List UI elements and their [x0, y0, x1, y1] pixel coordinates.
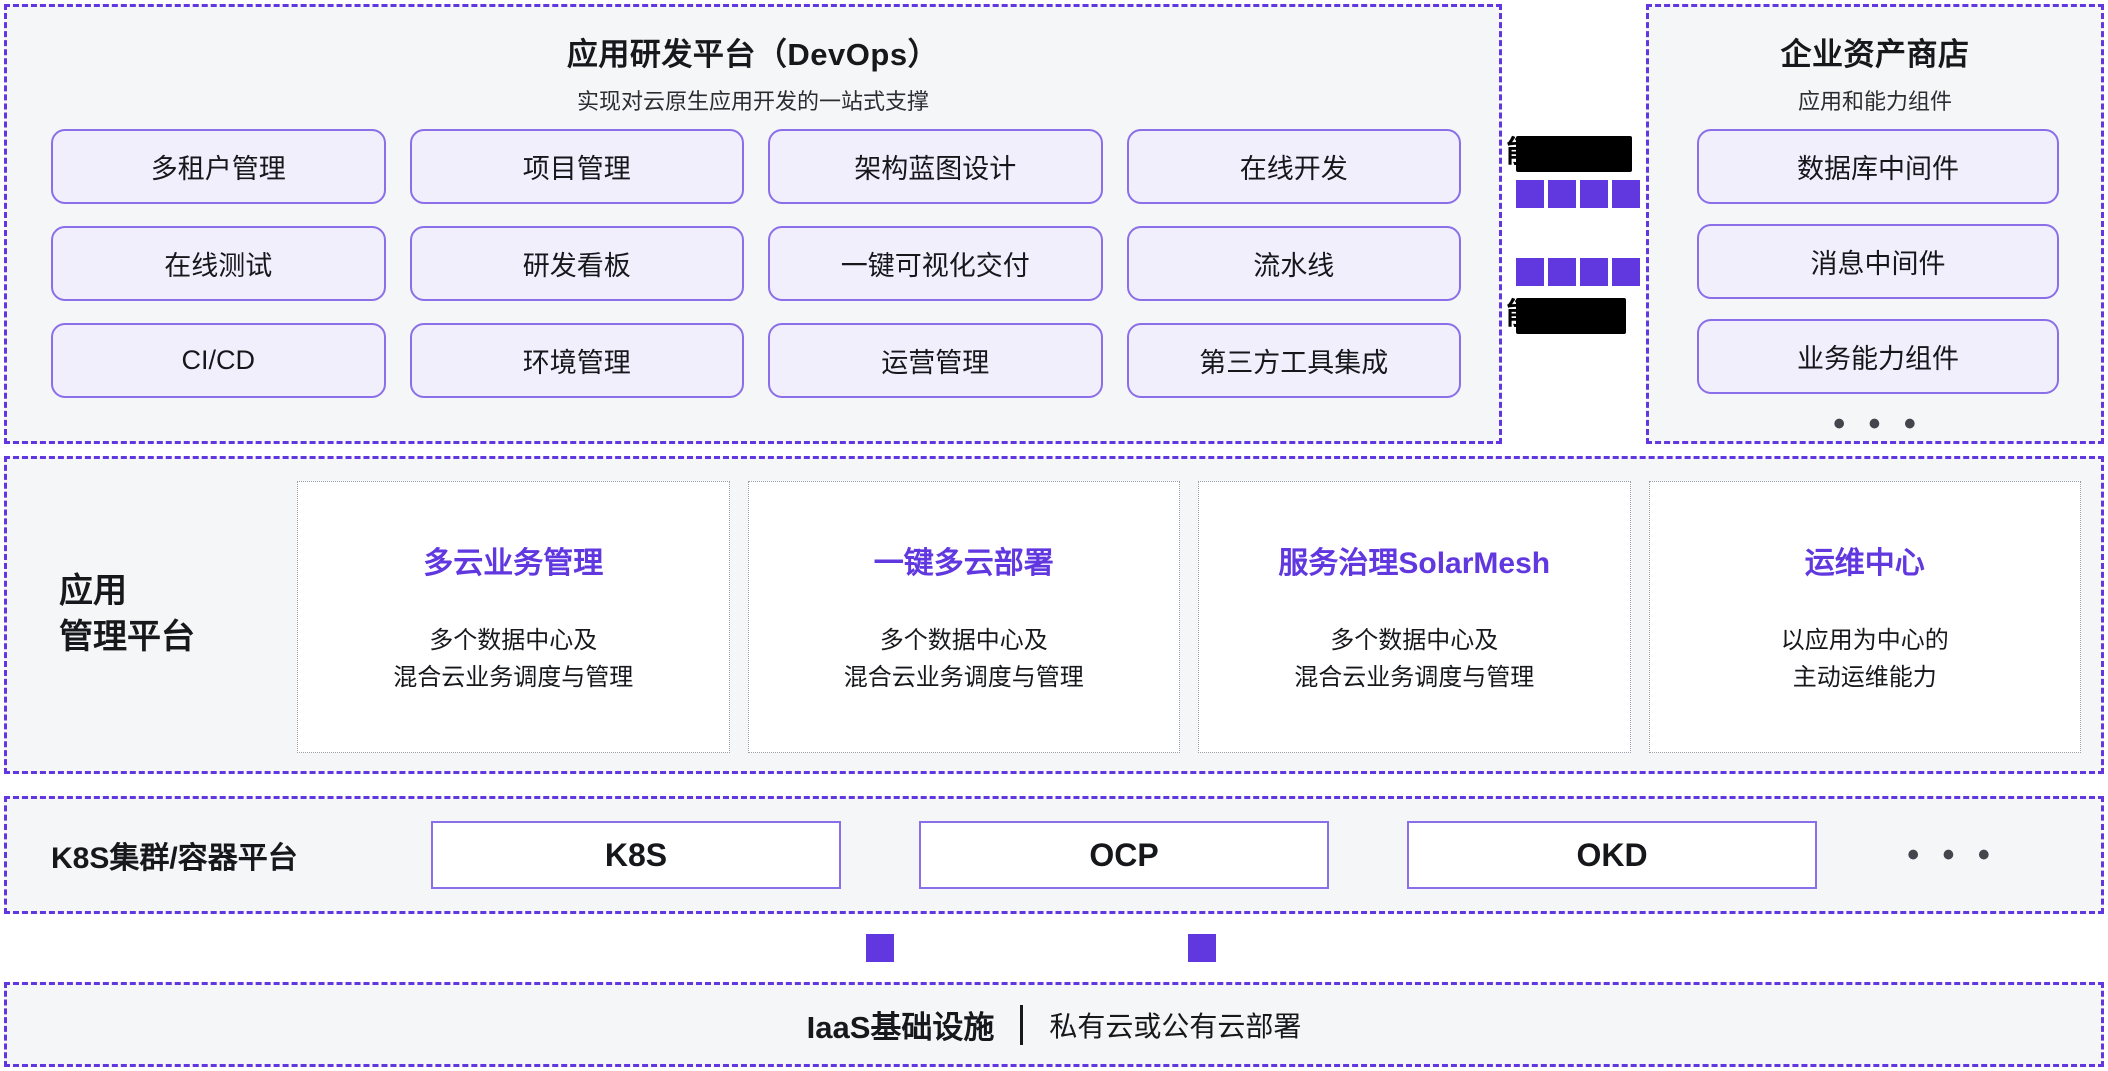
devops-chip[interactable]: 多租户管理 [51, 129, 386, 204]
purple-square [1516, 180, 1544, 208]
purple-square [1612, 258, 1640, 286]
mgmt-card-desc-line: 以应用为中心的 [1780, 626, 1949, 654]
mgmt-card-desc-line: 多个数据中心及 [879, 626, 1048, 654]
purple-square [1580, 258, 1608, 286]
mgmt-card-desc-line: 混合云业务调度与管理 [1294, 664, 1535, 691]
purple-square-row [1516, 258, 1640, 286]
mgmt-card-desc: 以应用为中心的 主动运维能力 [1781, 622, 1949, 696]
iaas-title: IaaS基础设施 [806, 1010, 995, 1045]
redaction-bar [1516, 298, 1626, 334]
asset-chip[interactable]: 业务能力组件 [1697, 319, 2059, 394]
devops-chip[interactable]: 研发看板 [409, 226, 744, 301]
k8s-cluster-panel: K8S集群/容器平台 K8S OCP OKD • • • [4, 796, 2104, 914]
devops-title: 应用研发平台（DevOps） [566, 37, 940, 72]
app-management-platform-panel: 应用 管理平台 多云业务管理 多个数据中心及 混合云业务调度与管理 一键多云部署… [4, 456, 2104, 774]
mgmt-card[interactable]: 服务治理SolarMesh 多个数据中心及 混合云业务调度与管理 [1198, 481, 1631, 753]
devops-chip[interactable]: 架构蓝图设计 [768, 129, 1103, 204]
devops-subtitle: 实现对云原生应用开发的一站式支撑 [576, 89, 929, 114]
devops-chip[interactable]: 一键可视化交付 [768, 226, 1103, 301]
purple-square [1580, 180, 1608, 208]
devops-chip[interactable]: 在线开发 [1126, 129, 1461, 204]
purple-square [1548, 180, 1576, 208]
purple-square-row [1516, 180, 1640, 208]
mgmt-label-line2: 管理平台 [59, 618, 195, 656]
devops-chip[interactable]: 环境管理 [409, 323, 744, 398]
mgmt-card-desc: 多个数据中心及 混合云业务调度与管理 [393, 622, 633, 696]
mgmt-label-line1: 应用 [59, 572, 127, 611]
assets-list: 数据库中间件 消息中间件 业务能力组件 [1697, 129, 2059, 394]
assets-title: 企业资产商店 [1780, 37, 1970, 72]
mgmt-card[interactable]: 一键多云部署 多个数据中心及 混合云业务调度与管理 [747, 481, 1180, 753]
k8s-panel-label: K8S集群/容器平台 [51, 842, 298, 875]
asset-chip[interactable]: 数据库中间件 [1697, 129, 2059, 204]
mgmt-card-title: 多云业务管理 [423, 546, 604, 580]
devops-chip[interactable]: 流水线 [1126, 226, 1461, 301]
devops-chip[interactable]: 第三方工具集成 [1126, 323, 1461, 398]
mgmt-card-title: 运维中心 [1804, 546, 1925, 580]
assets-more-ellipsis: • • • [1833, 405, 1923, 443]
k8s-platform-box[interactable]: OKD [1407, 821, 1817, 889]
iaas-subtitle: 私有云或公有云部署 [1049, 1010, 1302, 1042]
redacted-middle-column: 能 能 [1502, 4, 1646, 444]
devops-platform-panel: 应用研发平台（DevOps） 实现对云原生应用开发的一站式支撑 多租户管理 项目… [4, 4, 1502, 444]
iaas-divider [1020, 1004, 1024, 1045]
mgmt-card-desc: 多个数据中心及 混合云业务调度与管理 [1294, 622, 1534, 696]
purple-square [1548, 258, 1576, 286]
asset-chip[interactable]: 消息中间件 [1697, 224, 2059, 299]
k8s-platform-box[interactable]: K8S [431, 821, 841, 889]
enterprise-asset-store-panel: 企业资产商店 应用和能力组件 数据库中间件 消息中间件 业务能力组件 • • • [1646, 4, 2104, 444]
devops-chip[interactable]: 在线测试 [51, 226, 386, 301]
k8s-more-ellipsis: • • • [1907, 836, 1997, 874]
connector-square [1188, 934, 1216, 962]
mgmt-card-desc-line: 多个数据中心及 [1330, 626, 1499, 654]
mgmt-card-desc-line: 混合云业务调度与管理 [843, 664, 1084, 691]
purple-square [1612, 180, 1640, 208]
assets-subtitle: 应用和能力组件 [1797, 89, 1952, 114]
devops-chip[interactable]: CI/CD [51, 323, 386, 398]
devops-chip[interactable]: 项目管理 [409, 129, 744, 204]
k8s-platform-box[interactable]: OCP [919, 821, 1329, 889]
redaction-bar [1516, 136, 1632, 172]
mgmt-card[interactable]: 多云业务管理 多个数据中心及 混合云业务调度与管理 [297, 481, 730, 753]
mgmt-card-desc-line: 混合云业务调度与管理 [393, 664, 634, 691]
purple-square [1516, 258, 1544, 286]
devops-capability-grid: 多租户管理 项目管理 架构蓝图设计 在线开发 在线测试 研发看板 一键可视化交付… [51, 129, 1461, 398]
mgmt-card-desc: 多个数据中心及 混合云业务调度与管理 [844, 622, 1084, 696]
mgmt-card-title: 一键多云部署 [873, 546, 1054, 580]
devops-chip[interactable]: 运营管理 [768, 323, 1103, 398]
mgmt-card-grid: 多云业务管理 多个数据中心及 混合云业务调度与管理 一键多云部署 多个数据中心及… [297, 481, 2081, 753]
connector-square [866, 934, 894, 962]
connector-squares [0, 928, 2108, 968]
mgmt-card-title: 服务治理SolarMesh [1278, 546, 1551, 580]
mgmt-platform-label: 应用 管理平台 [59, 569, 195, 661]
iaas-content: IaaS基础设施 私有云或公有云部署 [806, 1002, 1302, 1047]
mgmt-card-desc-line: 多个数据中心及 [429, 626, 598, 654]
mgmt-card-desc-line: 主动运维能力 [1792, 664, 1937, 691]
iaas-infrastructure-panel: IaaS基础设施 私有云或公有云部署 [4, 982, 2104, 1067]
mgmt-card[interactable]: 运维中心 以应用为中心的 主动运维能力 [1648, 481, 2081, 753]
